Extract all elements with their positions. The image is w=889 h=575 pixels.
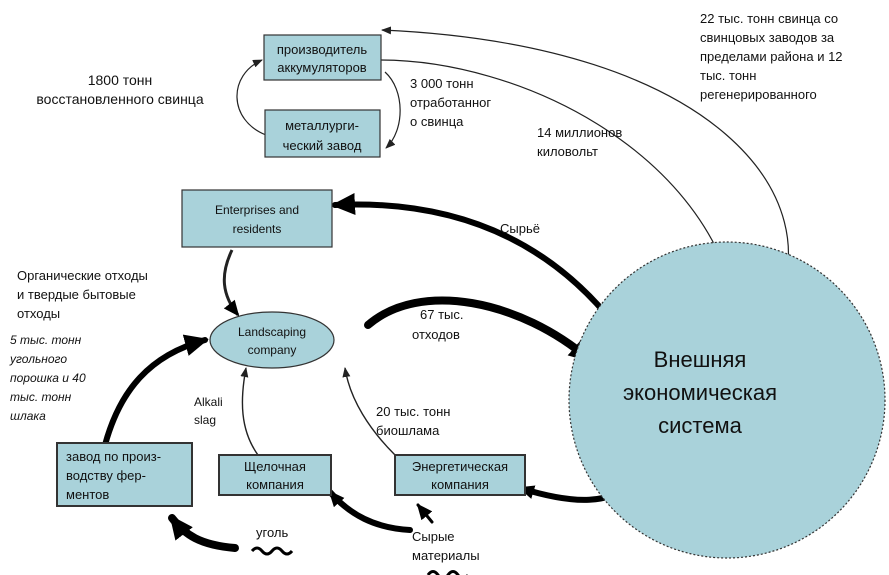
svg-text:отходов: отходов <box>412 327 460 342</box>
waste-67-label: 67 тыс. отходов <box>412 307 463 342</box>
energy-company-node: Энергетическая компания <box>394 454 526 496</box>
alkali-line-1: Щелочная <box>244 459 306 474</box>
enterprises-node: Enterprises and residents <box>181 189 333 248</box>
svg-text:регенерированного: регенерированного <box>700 87 817 102</box>
svg-text:материалы: материалы <box>412 548 480 563</box>
enzyme-line-2: водству фер- <box>66 468 146 483</box>
kilovolts-label: 14 миллионов киловольт <box>537 125 622 159</box>
svg-text:slag: slag <box>194 413 216 427</box>
svg-text:о свинца: о свинца <box>410 114 464 129</box>
svg-text:шлака: шлака <box>10 409 46 423</box>
coal-powder-label: 5 тыс. тонн угольного порошка и 40 тыс. … <box>9 333 86 423</box>
svg-text:биошлама: биошлама <box>376 423 440 438</box>
regenerated-lead-label: 22 тыс. тонн свинца со свинцовых заводов… <box>700 11 843 102</box>
svg-text:восстановленного свинца: восстановленного свинца <box>36 91 203 107</box>
svg-text:Органические отходы: Органические отходы <box>17 268 148 283</box>
svg-text:22 тыс. тонн свинца со: 22 тыс. тонн свинца со <box>700 11 838 26</box>
enterprises-line-1: Enterprises and <box>215 203 299 217</box>
battery-maker-line-2: аккумуляторов <box>277 60 367 75</box>
raw-materials-alkali-arrow <box>327 489 413 533</box>
coal-powder-arrow <box>102 334 209 448</box>
landscaping-node: Landscaping company <box>209 311 335 369</box>
raw-materials-label: Сырые материалы <box>412 529 480 563</box>
svg-text:отработанног: отработанног <box>410 95 491 110</box>
energy-line-1: Энергетическая <box>412 459 508 474</box>
raw-materials-squiggle-icon <box>426 570 468 575</box>
external-line-1: Внешняя <box>654 347 747 372</box>
svg-text:пределами района и 12: пределами района и 12 <box>700 49 843 64</box>
enzyme-line-3: ментов <box>66 487 109 502</box>
battery-maker-line-1: производитель <box>277 42 367 57</box>
svg-text:свинцовых заводов за: свинцовых заводов за <box>700 30 835 45</box>
landscaping-line-2: company <box>248 343 297 357</box>
svg-text:угольного: угольного <box>9 352 67 366</box>
waste-67-arrow <box>364 296 594 364</box>
raw-material-arrow <box>331 193 618 328</box>
organic-waste-label: Органические отходы и твердые бытовые от… <box>17 268 148 321</box>
restored-lead-label: 1800 тонн восстановленного свинца <box>36 72 203 107</box>
spent-lead-label: 3 000 тонн отработанног о свинца <box>410 76 491 129</box>
metallurgical-line-1: металлурги- <box>285 118 359 133</box>
svg-text:тыс. тонн: тыс. тонн <box>700 68 756 83</box>
svg-text:67 тыс.: 67 тыс. <box>420 307 463 322</box>
svg-text:1800 тонн: 1800 тонн <box>88 72 153 88</box>
metallurgical-line-2: ческий завод <box>283 138 362 153</box>
metallurgical-plant-node: металлурги- ческий завод <box>264 109 381 158</box>
landscaping-line-1: Landscaping <box>238 325 306 339</box>
sludge-label: 20 тыс. тонн биошлама <box>376 404 451 438</box>
alkali-company-node: Щелочная компания <box>218 454 332 496</box>
svg-text:киловольт: киловольт <box>537 144 598 159</box>
enterprises-line-2: residents <box>233 222 282 236</box>
svg-text:Сырые: Сырые <box>412 529 455 544</box>
energy-line-2: компания <box>431 477 489 492</box>
svg-text:порошка и 40: порошка и 40 <box>10 371 86 385</box>
svg-text:5 тыс. тонн: 5 тыс. тонн <box>10 333 82 347</box>
raw-materials-energy-arrow <box>416 503 434 524</box>
coal-label: уголь <box>256 525 288 540</box>
external-line-3: система <box>658 413 742 438</box>
svg-text:и твердые бытовые: и твердые бытовые <box>17 287 136 302</box>
external-line-2: экономическая <box>623 380 777 405</box>
alkali-slag-label: Alkali slag <box>194 395 223 427</box>
external-system-node: Внешняя экономическая система <box>568 241 886 559</box>
coal-squiggle-icon <box>250 546 294 556</box>
sludge-arrow <box>342 367 396 456</box>
battery-maker-node: производитель аккумуляторов <box>263 34 382 81</box>
svg-text:тыс. тонн: тыс. тонн <box>10 390 72 404</box>
electricity-arrow <box>379 59 737 301</box>
coal-arrow <box>168 514 239 552</box>
svg-text:Alkali: Alkali <box>194 395 223 409</box>
spent-lead-arrow <box>384 71 401 149</box>
svg-text:20 тыс. тонн: 20 тыс. тонн <box>376 404 451 419</box>
raw-material-label: Сырьё <box>500 221 540 236</box>
svg-text:3 000 тонн: 3 000 тонн <box>410 76 474 91</box>
enzyme-line-1: завод по произ- <box>66 449 161 464</box>
alkali-line-2: компания <box>246 477 304 492</box>
alkali-slag-arrow <box>240 367 259 456</box>
svg-text:14 миллионов: 14 миллионов <box>537 125 622 140</box>
svg-text:отходы: отходы <box>17 306 60 321</box>
enzyme-plant-node: завод по произ- водству фер- ментов <box>56 442 193 507</box>
restored-lead-arrow <box>236 59 267 136</box>
organic-waste-arrow <box>222 249 240 317</box>
